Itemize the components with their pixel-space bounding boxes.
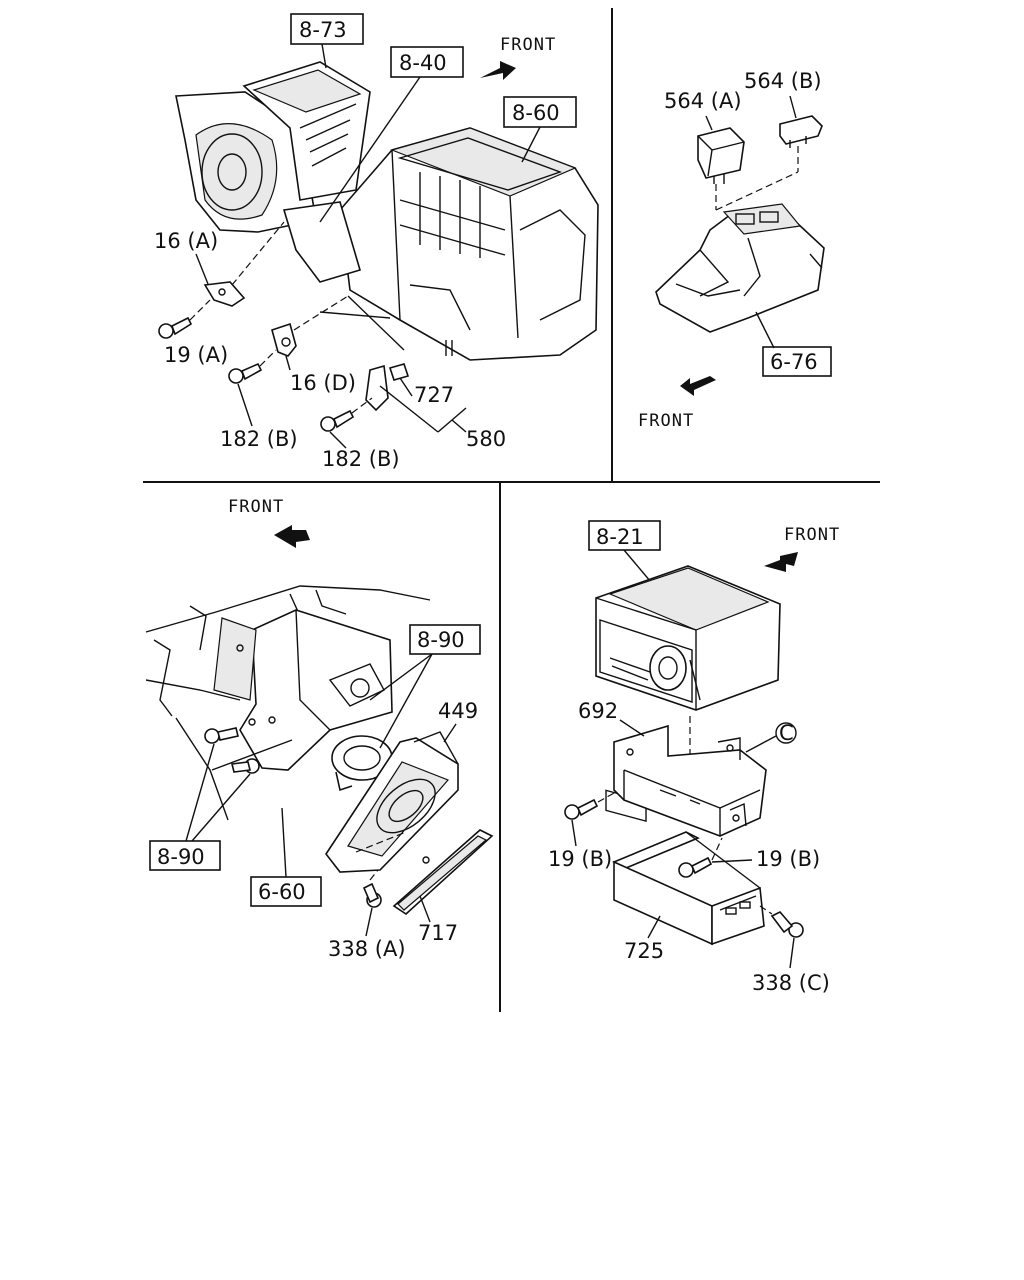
- screw-182b-2-icon: [320, 409, 355, 432]
- part-19b-1: 19 (B): [548, 847, 612, 871]
- ref-box-8-90-b: [149, 840, 221, 871]
- blower-unit: [175, 61, 371, 233]
- ref-box-8-40: [390, 46, 464, 78]
- radio-unit-8-21: [595, 565, 781, 822]
- ref-8-73: 8-73: [299, 18, 347, 42]
- part-717: 717: [418, 921, 458, 945]
- callout-c-circle: [775, 722, 797, 744]
- ref-8-90-b: 8-90: [157, 845, 205, 869]
- ref-box-6-76: [762, 346, 832, 377]
- panel-bottom-right: FRONT 8-21: [548, 520, 840, 995]
- clip-16d: [271, 322, 297, 357]
- ref-box-8-90-a: [409, 624, 481, 655]
- front-label: FRONT: [500, 35, 556, 55]
- ref-box-8-60: [503, 96, 577, 128]
- console-6-76: [655, 203, 825, 333]
- part-16a: 16 (A): [154, 229, 218, 253]
- speaker-449: [331, 735, 393, 792]
- part-564a: 564 (A): [664, 89, 742, 113]
- ref-8-40: 8-40: [399, 51, 447, 75]
- part-338c: 338 (C): [752, 971, 830, 995]
- screw-19b-1-icon: [564, 798, 599, 820]
- front-arrow-icon: [680, 376, 716, 396]
- part-725: 725: [624, 939, 664, 963]
- front-arrow-icon: [274, 525, 310, 548]
- pocket-725: [612, 831, 765, 946]
- front-arrow-icon: [480, 61, 516, 80]
- bracket-692: [613, 724, 767, 837]
- front-label: FRONT: [638, 411, 694, 431]
- part-19a: 19 (A): [164, 343, 228, 367]
- grille-frame: [325, 731, 459, 873]
- ref-6-60: 6-60: [258, 880, 306, 904]
- screw-19a-icon: [158, 316, 193, 339]
- front-label: FRONT: [228, 497, 284, 517]
- ref-8-21: 8-21: [596, 525, 644, 549]
- ref-8-60: 8-60: [512, 101, 560, 125]
- screw-338a-icon: [362, 882, 382, 908]
- screw-19b-2-icon: [678, 856, 713, 878]
- front-label: FRONT: [784, 525, 840, 545]
- panel-bottom-left: FRONT: [145, 497, 494, 961]
- part-182b-2: 182 (B): [322, 447, 400, 471]
- part-564b: 564 (B): [744, 69, 822, 93]
- screw-182b-1-icon: [228, 362, 263, 384]
- front-arrow-icon: [764, 552, 798, 572]
- part-338a: 338 (A): [328, 937, 406, 961]
- dashboard-panel: [145, 585, 431, 821]
- ref-8-90-a: 8-90: [417, 628, 465, 652]
- ref-6-76: 6-76: [770, 350, 818, 374]
- bracket-16a: [203, 281, 246, 307]
- switch-564b: [779, 115, 823, 148]
- part-19b-2: 19 (B): [756, 847, 820, 871]
- part-727: 727: [414, 383, 454, 407]
- heater-unit: [282, 127, 599, 361]
- part-692: 692: [578, 699, 618, 723]
- bolt-8-90-1-icon: [204, 727, 239, 744]
- bolt-8-90-2-icon: [231, 758, 260, 774]
- callout-c: C: [779, 721, 794, 745]
- switch-564a: [697, 127, 745, 184]
- panel-top-right: 564 (A) 564 (B): [638, 69, 832, 431]
- part-16d: 16 (D): [290, 371, 356, 395]
- part-449: 449: [438, 699, 478, 723]
- panel-top-left: FRONT: [154, 13, 599, 471]
- screw-338c-icon: [770, 911, 804, 938]
- part-580: 580: [466, 427, 506, 451]
- part-182b-1: 182 (B): [220, 427, 298, 451]
- ref-box-8-73: [290, 13, 364, 45]
- cover-717: [392, 829, 494, 916]
